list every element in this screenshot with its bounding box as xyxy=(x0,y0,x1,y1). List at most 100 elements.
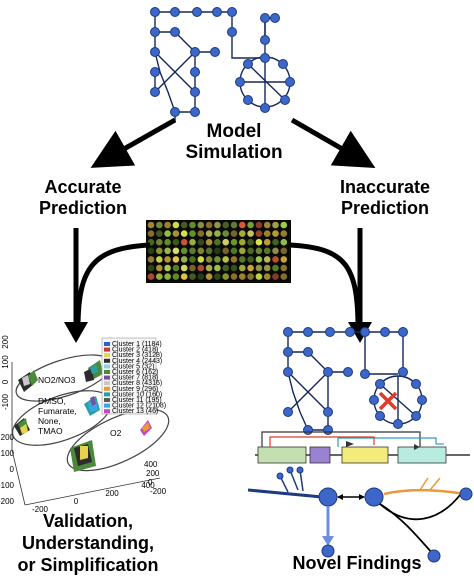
network-node xyxy=(283,327,293,337)
microarray-spot xyxy=(214,230,221,237)
network-node xyxy=(411,411,421,421)
microarray-spot xyxy=(280,238,288,246)
network-node xyxy=(393,419,403,429)
inaccurate-label-line1: Inaccurate xyxy=(340,177,430,197)
legend-swatch xyxy=(104,409,110,414)
top-network xyxy=(150,7,295,122)
microarray-spot xyxy=(239,230,246,237)
microarray-spot xyxy=(222,238,229,246)
network-node xyxy=(235,77,245,87)
microarray-spot xyxy=(164,238,171,246)
microarray-spot xyxy=(239,256,246,263)
microarray-spot xyxy=(255,238,263,246)
legend-swatch xyxy=(104,364,110,369)
network-node xyxy=(283,407,293,417)
microarray-spot xyxy=(263,247,271,255)
network-node xyxy=(227,7,237,17)
microarray-spot xyxy=(263,256,271,263)
microarray-spot xyxy=(263,238,271,246)
microarray-spot xyxy=(205,230,213,237)
network-node xyxy=(190,107,200,117)
z-tick-label: 0 xyxy=(10,465,15,474)
microarray-spot xyxy=(189,221,196,229)
microarray-spot xyxy=(164,247,171,255)
microarray-spot xyxy=(263,221,271,229)
y-tick-label: 100 xyxy=(1,355,10,369)
microarray-spot xyxy=(164,230,171,237)
microarray-spot xyxy=(222,256,229,263)
microarray-spot xyxy=(164,273,171,280)
cluster-legend: Cluster 1 (1184)Cluster 2 (418)Cluster 3… xyxy=(101,337,166,415)
x-tick-label: 400 xyxy=(141,481,155,490)
microarray-spot xyxy=(156,230,163,237)
group-label-no2-no3: NO2/NO3 xyxy=(38,375,76,385)
legend-swatch xyxy=(104,375,110,380)
microarray-spot xyxy=(180,221,188,229)
group-label-anaerobic-2: Fumarate, xyxy=(38,406,77,416)
microarray-spot xyxy=(263,273,271,280)
microarray-spot xyxy=(180,238,188,246)
microarray-spot xyxy=(172,221,180,229)
microarray-spot xyxy=(197,247,205,255)
microarray-spot xyxy=(172,238,180,246)
x2-tick-label: 400 xyxy=(144,460,158,469)
network-node xyxy=(150,67,160,77)
microarray-spot xyxy=(247,273,254,280)
microarray-spot xyxy=(205,264,213,272)
microarray-spot xyxy=(239,264,246,272)
microarray-spot xyxy=(239,221,246,229)
legend-swatch xyxy=(104,386,110,391)
microarray-spot xyxy=(189,264,196,272)
network-node xyxy=(270,13,280,23)
legend-swatch xyxy=(104,403,110,408)
network-node xyxy=(190,47,200,57)
microarray-spot xyxy=(156,264,163,272)
x2-tick-label: -200 xyxy=(150,487,167,496)
network-node xyxy=(150,27,160,37)
network-node xyxy=(260,13,270,23)
microarray-spot xyxy=(230,221,238,229)
microarray-spot xyxy=(280,247,288,255)
z-tick-label: 100 xyxy=(1,449,15,458)
legend-swatch xyxy=(104,370,110,374)
microarray-spot xyxy=(247,230,254,237)
accurate-label-line2: Prediction xyxy=(39,198,127,218)
legend-label: Cluster 5 (32) xyxy=(112,363,154,370)
microarray-spot xyxy=(247,238,254,246)
microarray-spot xyxy=(147,230,155,237)
network-node xyxy=(283,367,293,377)
legend-label: Cluster 11 (195) xyxy=(112,397,162,404)
legend-label: Cluster 12 (2108) xyxy=(112,403,166,410)
network-node xyxy=(227,27,237,37)
validation-label-line3: or Simplification xyxy=(17,555,158,575)
microarray-spot xyxy=(247,256,254,263)
network-node xyxy=(150,7,160,17)
microarray-spot xyxy=(205,247,213,255)
legend-swatch xyxy=(104,347,110,352)
gene-regulation-diagram xyxy=(255,431,470,464)
microarray-spot xyxy=(172,273,180,280)
microarray-spot xyxy=(222,221,229,229)
microarray-spot xyxy=(272,264,279,272)
arrowhead-left xyxy=(64,322,88,343)
microarray-spot xyxy=(272,238,279,246)
legend-label: Cluster 3 (3128) xyxy=(112,352,162,359)
microarray-spot xyxy=(197,264,205,272)
network-node xyxy=(417,395,427,405)
microarray-spot xyxy=(280,221,288,229)
microarray-spot xyxy=(230,230,238,237)
microarray-spot xyxy=(197,238,205,246)
signaling-diagram xyxy=(247,466,473,563)
knockout-x-icon xyxy=(378,391,398,411)
network-node xyxy=(360,369,370,379)
microarray-spot xyxy=(247,247,254,255)
model-label-line2: Simulation xyxy=(185,142,282,163)
validation-label-line2: Understanding, xyxy=(22,533,154,553)
network-node xyxy=(278,59,288,69)
network-node xyxy=(192,7,202,17)
microarray-spot xyxy=(272,273,279,280)
microarray-spot xyxy=(272,230,279,237)
network-node xyxy=(150,47,160,57)
network-node xyxy=(325,327,335,337)
